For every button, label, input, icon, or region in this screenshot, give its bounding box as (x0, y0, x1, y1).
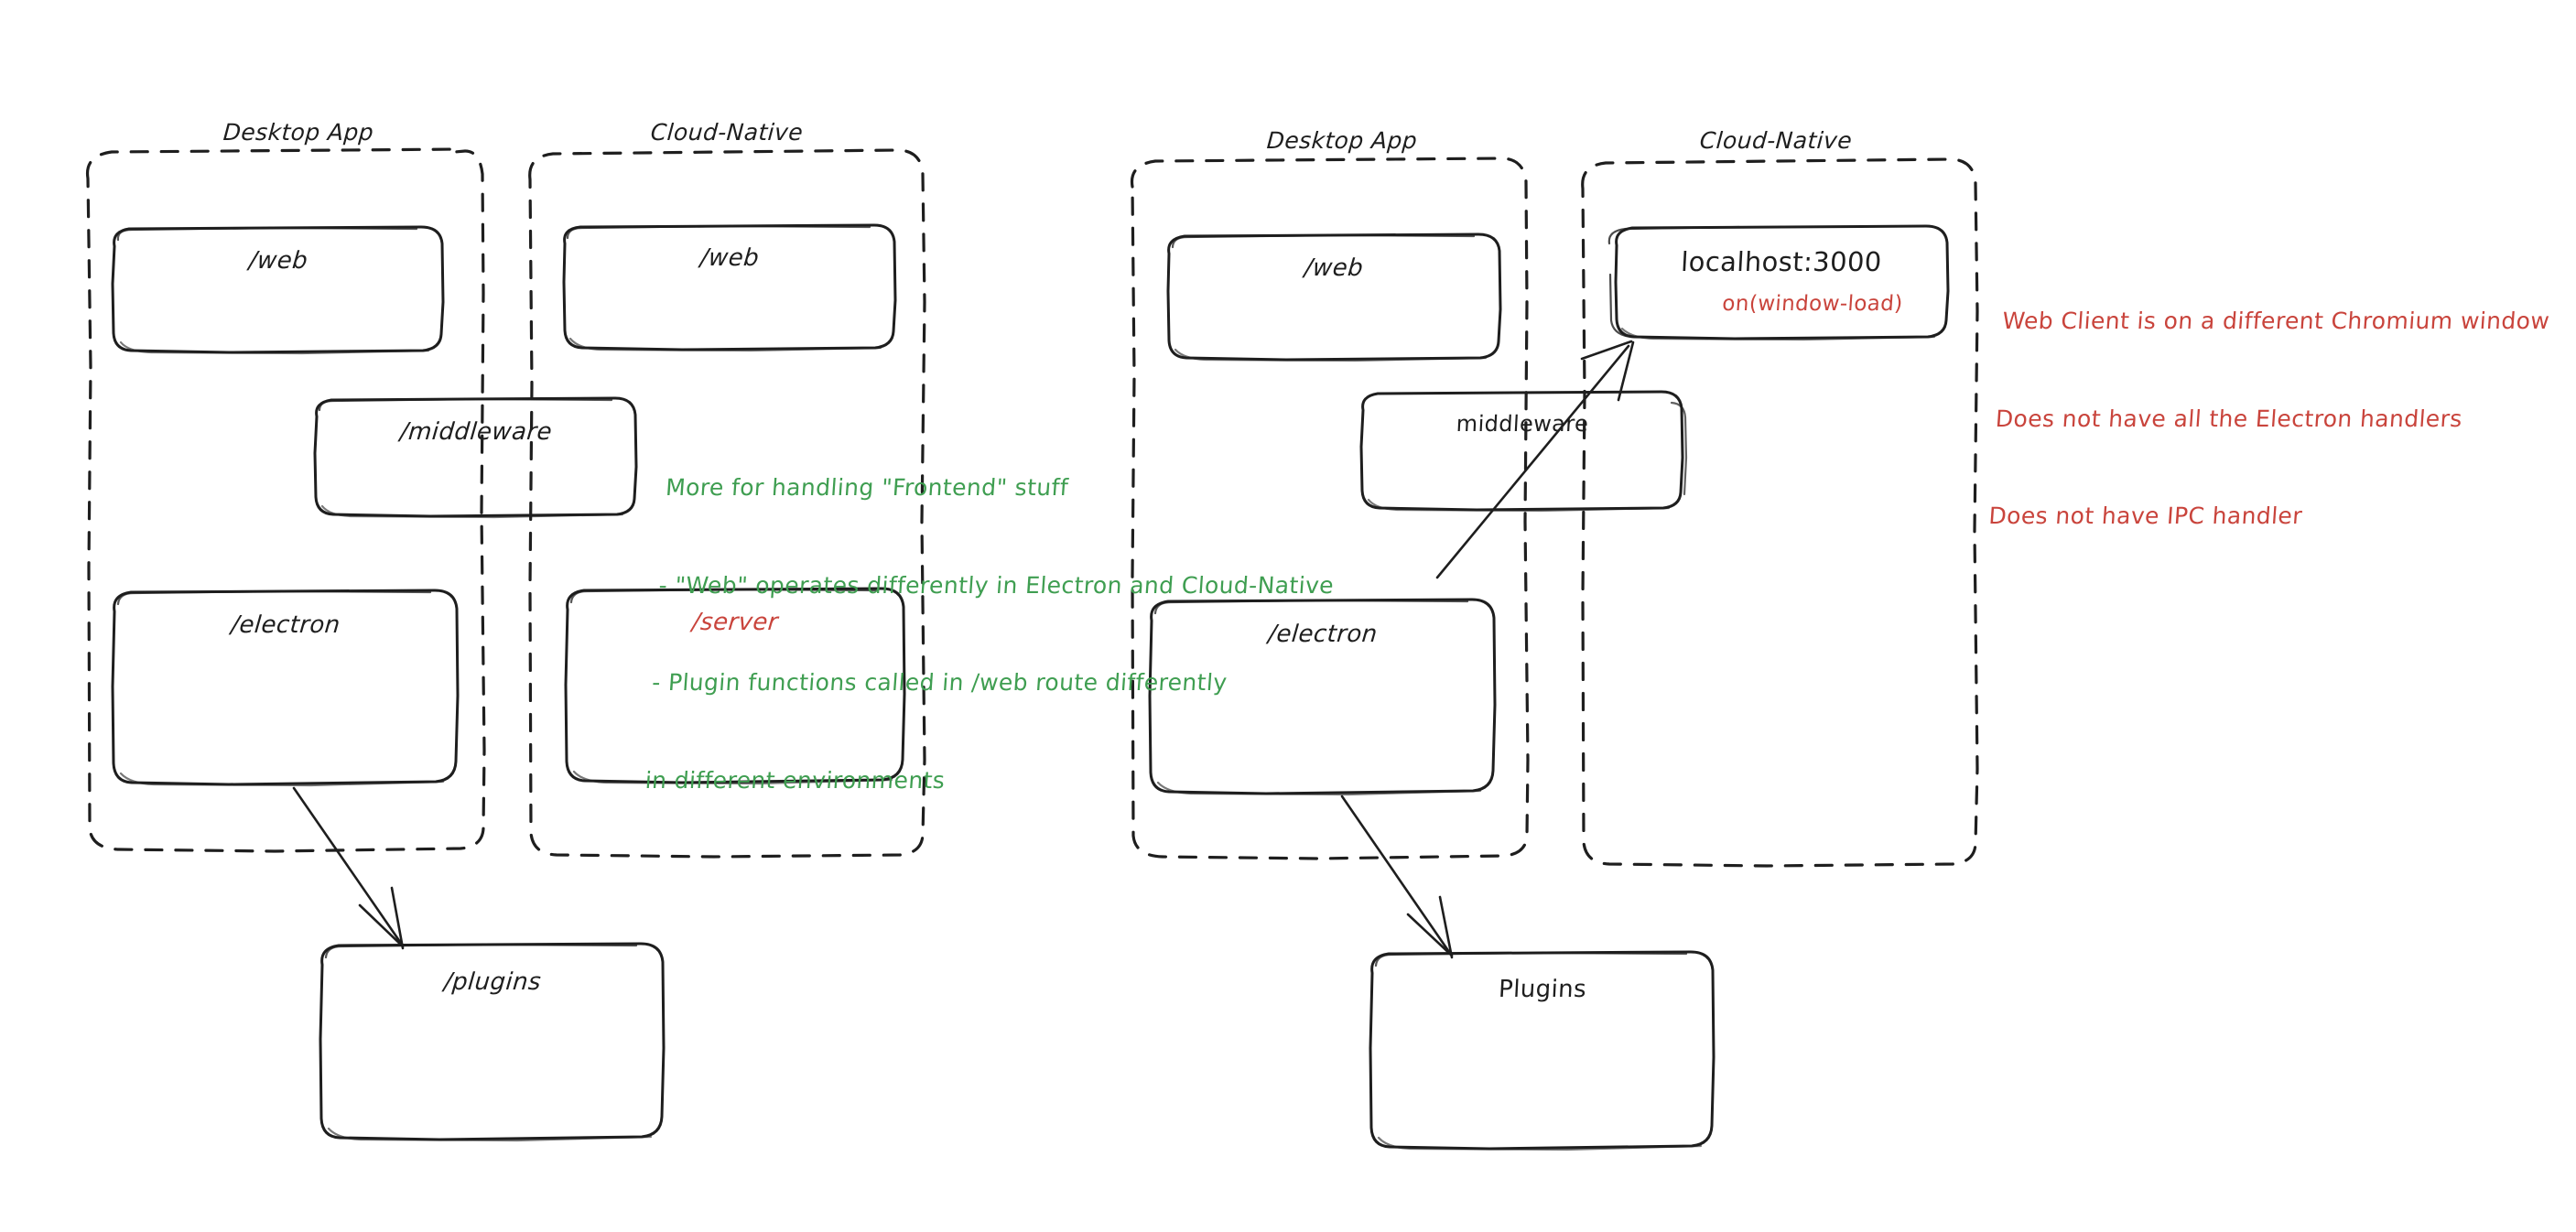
container-right-cloud-native (1581, 157, 1979, 868)
box-left-desktop-electron (111, 589, 460, 787)
container-left-desktop-app (85, 147, 486, 853)
note-green-line-2: - "Web" operates differently in Electron… (657, 571, 1336, 599)
note-green-line-1: More for handling "Frontend" stuff (665, 474, 1070, 501)
box-label-right-middleware: middleware (1456, 411, 1589, 437)
container-right-desktop-app (1130, 157, 1530, 860)
box-right-desktop-electron (1148, 598, 1497, 796)
box-label-left-middleware: /middleware (398, 418, 554, 446)
arrow-left-electron-to-plugins (292, 786, 405, 950)
note-green-frontend: More for handling "Frontend" stuff - "We… (640, 406, 1404, 861)
note-green-line-4: in different environments (644, 766, 947, 794)
box-label-left-desktop-web: /web (247, 247, 309, 275)
box-label-right-plugins: Plugins (1498, 976, 1587, 1003)
box-right-plugins (1369, 950, 1716, 1151)
box-label-left-cloud-web: /web (698, 244, 761, 272)
panel-title-right-cloud-native: Cloud-Native (1698, 127, 1854, 154)
panel-title-left-desktop-app: Desktop App (222, 119, 375, 146)
box-left-desktop-web (111, 225, 445, 355)
box-label-left-desktop-electron: /electron (230, 611, 341, 639)
note-green-line-3: - Plugin functions called in /web route … (651, 669, 1228, 696)
note-red-line-3: Does not have IPC handler (1987, 503, 2304, 529)
box-right-middleware (1359, 390, 1688, 513)
box-left-cloud-server (564, 587, 906, 785)
container-left-cloud-native (528, 148, 926, 859)
box-right-desktop-web (1166, 232, 1502, 362)
note-red-line-2: Does not have all the Electron handlers (1995, 405, 2463, 432)
box-left-middleware (313, 396, 638, 519)
arrow-right-electron-to-localhost (1435, 340, 1635, 579)
box-sublabel-right-cloud-localhost: on(window-load) (1721, 292, 1904, 316)
arrow-right-electron-to-plugins (1340, 794, 1454, 959)
box-right-cloud-localhost (1607, 224, 1950, 341)
box-left-plugins (319, 942, 666, 1142)
box-label-left-plugins: /plugins (442, 968, 543, 996)
note-red-web-client: Web Client is on a different Chromium wi… (1983, 240, 2576, 598)
panel-title-right-desktop-app: Desktop App (1265, 127, 1419, 154)
box-left-cloud-web (562, 223, 897, 352)
box-label-right-desktop-web: /web (1303, 254, 1365, 282)
note-red-line-1: Web Client is on a different Chromium wi… (2001, 308, 2551, 334)
box-label-right-cloud-localhost: localhost:3000 (1680, 246, 1883, 277)
panel-title-left-cloud-native: Cloud-Native (649, 119, 805, 146)
